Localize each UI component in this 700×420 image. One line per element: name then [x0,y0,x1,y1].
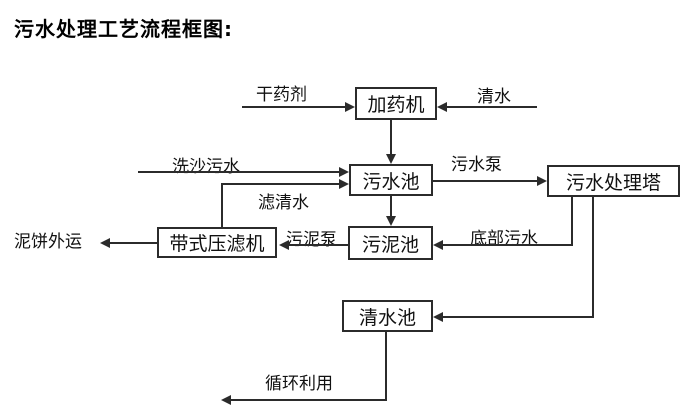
line-dry-chemical [242,106,345,108]
arrow-left-icon [433,240,443,250]
arrow-right-icon [537,176,547,186]
line-sewage-to-sludge [390,196,392,216]
label-filtered-water: 滤清水 [258,193,309,213]
node-clean-water-pool: 清水池 [342,300,433,332]
arrow-right-icon [339,179,349,189]
arrow-down-icon [386,154,396,164]
line-sand-washing [138,171,339,173]
node-dosing-machine: 加药机 [355,87,437,120]
line-clean-water [447,106,537,108]
arrow-left-icon [221,395,231,405]
label-recycle-use: 循环利用 [265,374,333,394]
arrow-left-icon [433,312,443,322]
node-belt-filter-press: 带式压滤机 [157,227,277,258]
line-tower-to-clean-vertical [592,197,594,318]
label-clean-water: 清水 [477,87,511,107]
arrow-down-icon [386,216,396,226]
label-sewage-pump: 污水泵 [451,155,502,175]
line-dosing-to-sewage [390,120,392,155]
line-filtered-water-horizontal [221,183,339,185]
label-sand-washing-sewage: 洗沙污水 [172,157,240,177]
line-bottom-sewage-horizontal [443,244,573,246]
label-mud-cake-out: 泥饼外运 [14,232,82,252]
line-bottom-sewage-vertical [571,197,573,246]
line-recycle-horizontal [231,399,387,401]
arrow-left-icon [279,240,289,250]
line-mud-cake-out [110,242,157,244]
line-filtered-water-vertical [221,183,223,227]
line-tower-to-clean-horizontal [443,316,594,318]
arrow-right-icon [345,102,355,112]
label-dry-chemical: 干药剂 [256,85,307,105]
node-sewage-pool: 污水池 [349,164,433,196]
label-sludge-pump: 污泥泵 [286,230,337,250]
node-treatment-tower: 污水处理塔 [547,165,680,197]
arrow-left-icon [100,238,110,248]
arrow-right-icon [339,167,349,177]
arrow-left-icon [437,102,447,112]
line-sewage-pump [433,180,537,182]
node-sludge-pool: 污泥池 [348,226,433,260]
page-title: 污水处理工艺流程框图: [14,17,233,41]
line-sludge-pump [289,244,348,246]
line-recycle-vertical [385,332,387,401]
